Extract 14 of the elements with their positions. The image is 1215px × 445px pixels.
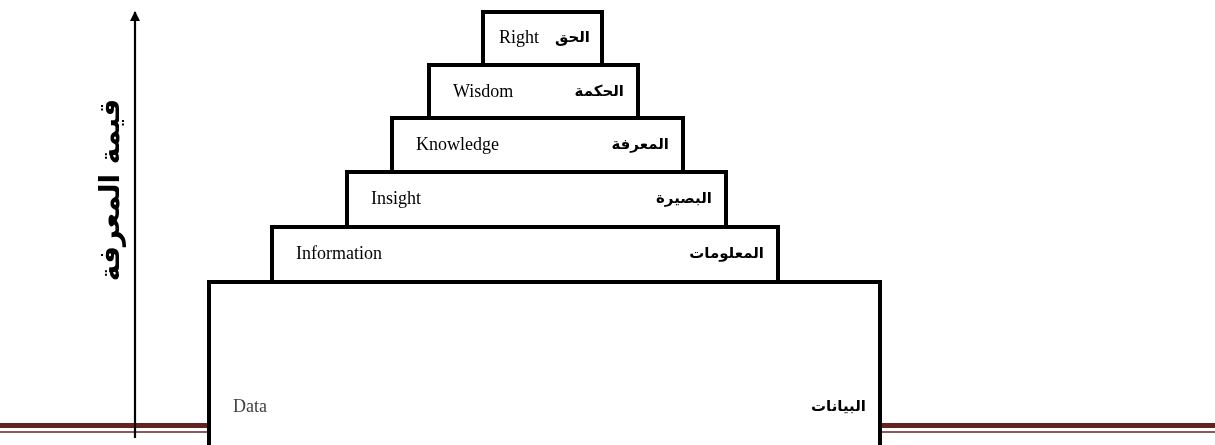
english-label: Right — [499, 26, 539, 49]
arabic-label: البصيرة — [656, 188, 712, 209]
english-label: Data — [233, 395, 267, 418]
arabic-label: الحق — [554, 27, 590, 48]
english-label: Knowledge — [416, 133, 499, 156]
arabic-label: البيانات — [811, 396, 866, 417]
step-box — [207, 280, 882, 445]
arabic-label: المعرفة — [611, 134, 669, 155]
english-label: Information — [296, 242, 382, 265]
english-label: Wisdom — [453, 80, 514, 103]
axis-label: قيمة المعرفة — [92, 98, 127, 282]
arabic-label: المعلومات — [689, 243, 764, 264]
english-label: Insight — [371, 187, 421, 210]
arabic-label: الحكمة — [574, 81, 624, 102]
